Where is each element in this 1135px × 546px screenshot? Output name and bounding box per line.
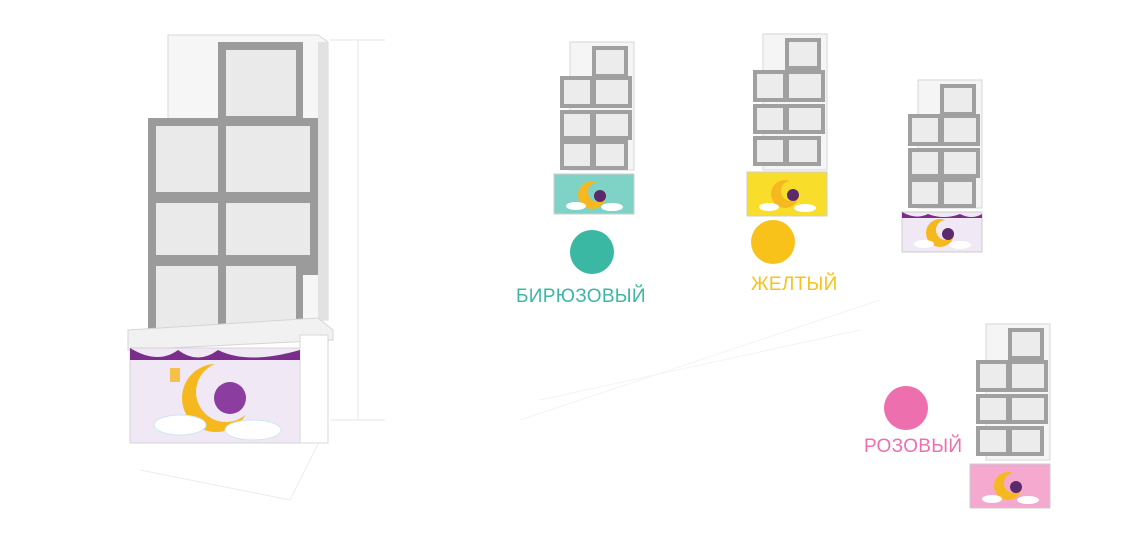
bookcase-main-illustration [127,34,334,444]
pink-color-label: РОЗОВЫЙ [864,436,963,457]
yellow-swatch[interactable] [751,220,795,264]
yellow-color-label: ЖЕЛТЫЙ [751,274,838,295]
bookcase-turquoise-illustration [553,41,635,215]
bookcase-pink-illustration [969,323,1051,509]
turquoise-swatch[interactable] [570,230,614,274]
bookcase-lilac-illustration [901,79,983,253]
bookcase-yellow-illustration [746,33,828,217]
pink-swatch[interactable] [884,386,928,430]
turquoise-color-label: БИРЮЗОВЫЙ [516,286,646,307]
